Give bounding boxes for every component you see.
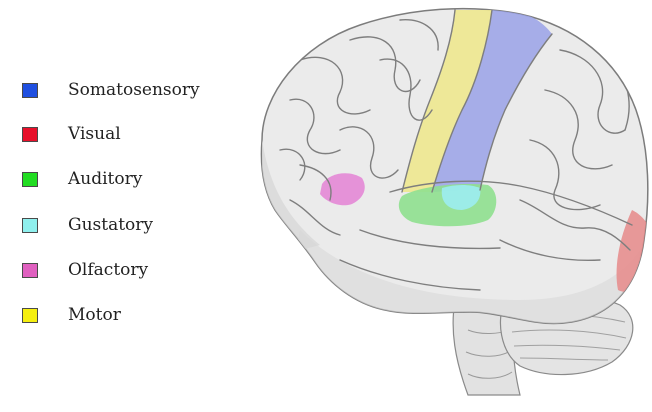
motor-swatch-icon [22, 308, 38, 323]
auditory-swatch-icon [22, 172, 38, 187]
legend-label-somatosensory: Somatosensory [68, 80, 200, 100]
legend-item-olfactory: Olfactory [22, 258, 148, 282]
olfactory-swatch-icon [22, 263, 38, 278]
legend-item-visual: Visual [22, 122, 121, 146]
visual-swatch-icon [22, 127, 38, 142]
legend-item-gustatory: Gustatory [22, 213, 153, 237]
legend-label-auditory: Auditory [68, 169, 142, 189]
somatosensory-swatch-icon [22, 83, 38, 98]
legend-item-motor: Motor [22, 303, 121, 327]
legend-label-olfactory: Olfactory [68, 260, 148, 280]
legend-item-auditory: Auditory [22, 167, 142, 191]
legend-item-somatosensory: Somatosensory [22, 78, 200, 102]
legend-label-visual: Visual [68, 124, 121, 144]
gustatory-swatch-icon [22, 218, 38, 233]
legend-label-gustatory: Gustatory [68, 215, 153, 235]
legend-label-motor: Motor [68, 305, 121, 325]
